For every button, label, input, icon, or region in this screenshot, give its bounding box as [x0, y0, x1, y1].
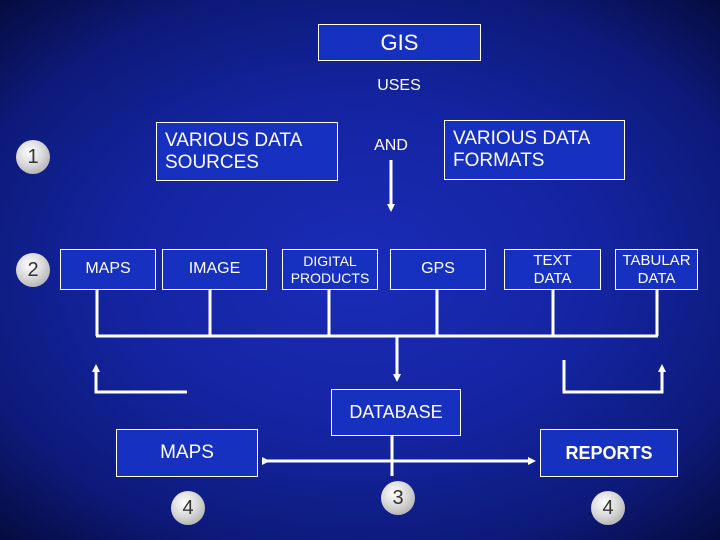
output-maps-label: MAPS: [160, 442, 214, 463]
and-label: AND: [374, 137, 408, 154]
input-digital-products-box: DIGITAL PRODUCTS: [282, 249, 378, 290]
marker-four-left: 4: [171, 491, 205, 525]
various-sources-box: VARIOUS DATA SOURCES: [156, 122, 338, 181]
input-gps-box: GPS: [390, 249, 486, 290]
input-text-data-box: TEXT DATA: [504, 249, 601, 290]
database-box: DATABASE: [331, 389, 461, 436]
feedback-right: [562, 360, 666, 394]
output-maps-box: MAPS: [116, 429, 258, 477]
input-maps-box: MAPS: [60, 249, 156, 290]
input-maps-label: MAPS: [85, 260, 131, 278]
marker-four-right: 4: [591, 491, 625, 525]
input-tabular-data-box: TABULAR DATA: [615, 249, 698, 290]
input-image-box: IMAGE: [162, 249, 267, 290]
feedback-left: [92, 364, 187, 394]
marker-one: 1: [16, 140, 50, 174]
various-sources-label: VARIOUS DATA SOURCES: [165, 129, 303, 173]
output-reports-box: REPORTS: [540, 429, 678, 477]
input-image-label: IMAGE: [188, 260, 241, 278]
database-label: DATABASE: [349, 402, 443, 422]
marker-two: 2: [16, 253, 50, 287]
input-text-data-label: TEXT DATA: [533, 252, 572, 287]
uses-label: USES: [377, 77, 421, 94]
marker-three: 3: [381, 481, 415, 515]
output-reports-label: REPORTS: [565, 442, 653, 463]
input-gps-label: GPS: [421, 260, 455, 278]
gis-title: GIS: [380, 29, 419, 55]
input-tabular-data-label: TABULAR DATA: [622, 252, 691, 287]
input-digital-products-label: DIGITAL PRODUCTS: [290, 253, 370, 286]
gis-title-box: GIS: [318, 24, 481, 61]
various-formats-label: VARIOUS DATA FORMATS: [453, 128, 591, 171]
various-formats-box: VARIOUS DATA FORMATS: [444, 120, 625, 180]
